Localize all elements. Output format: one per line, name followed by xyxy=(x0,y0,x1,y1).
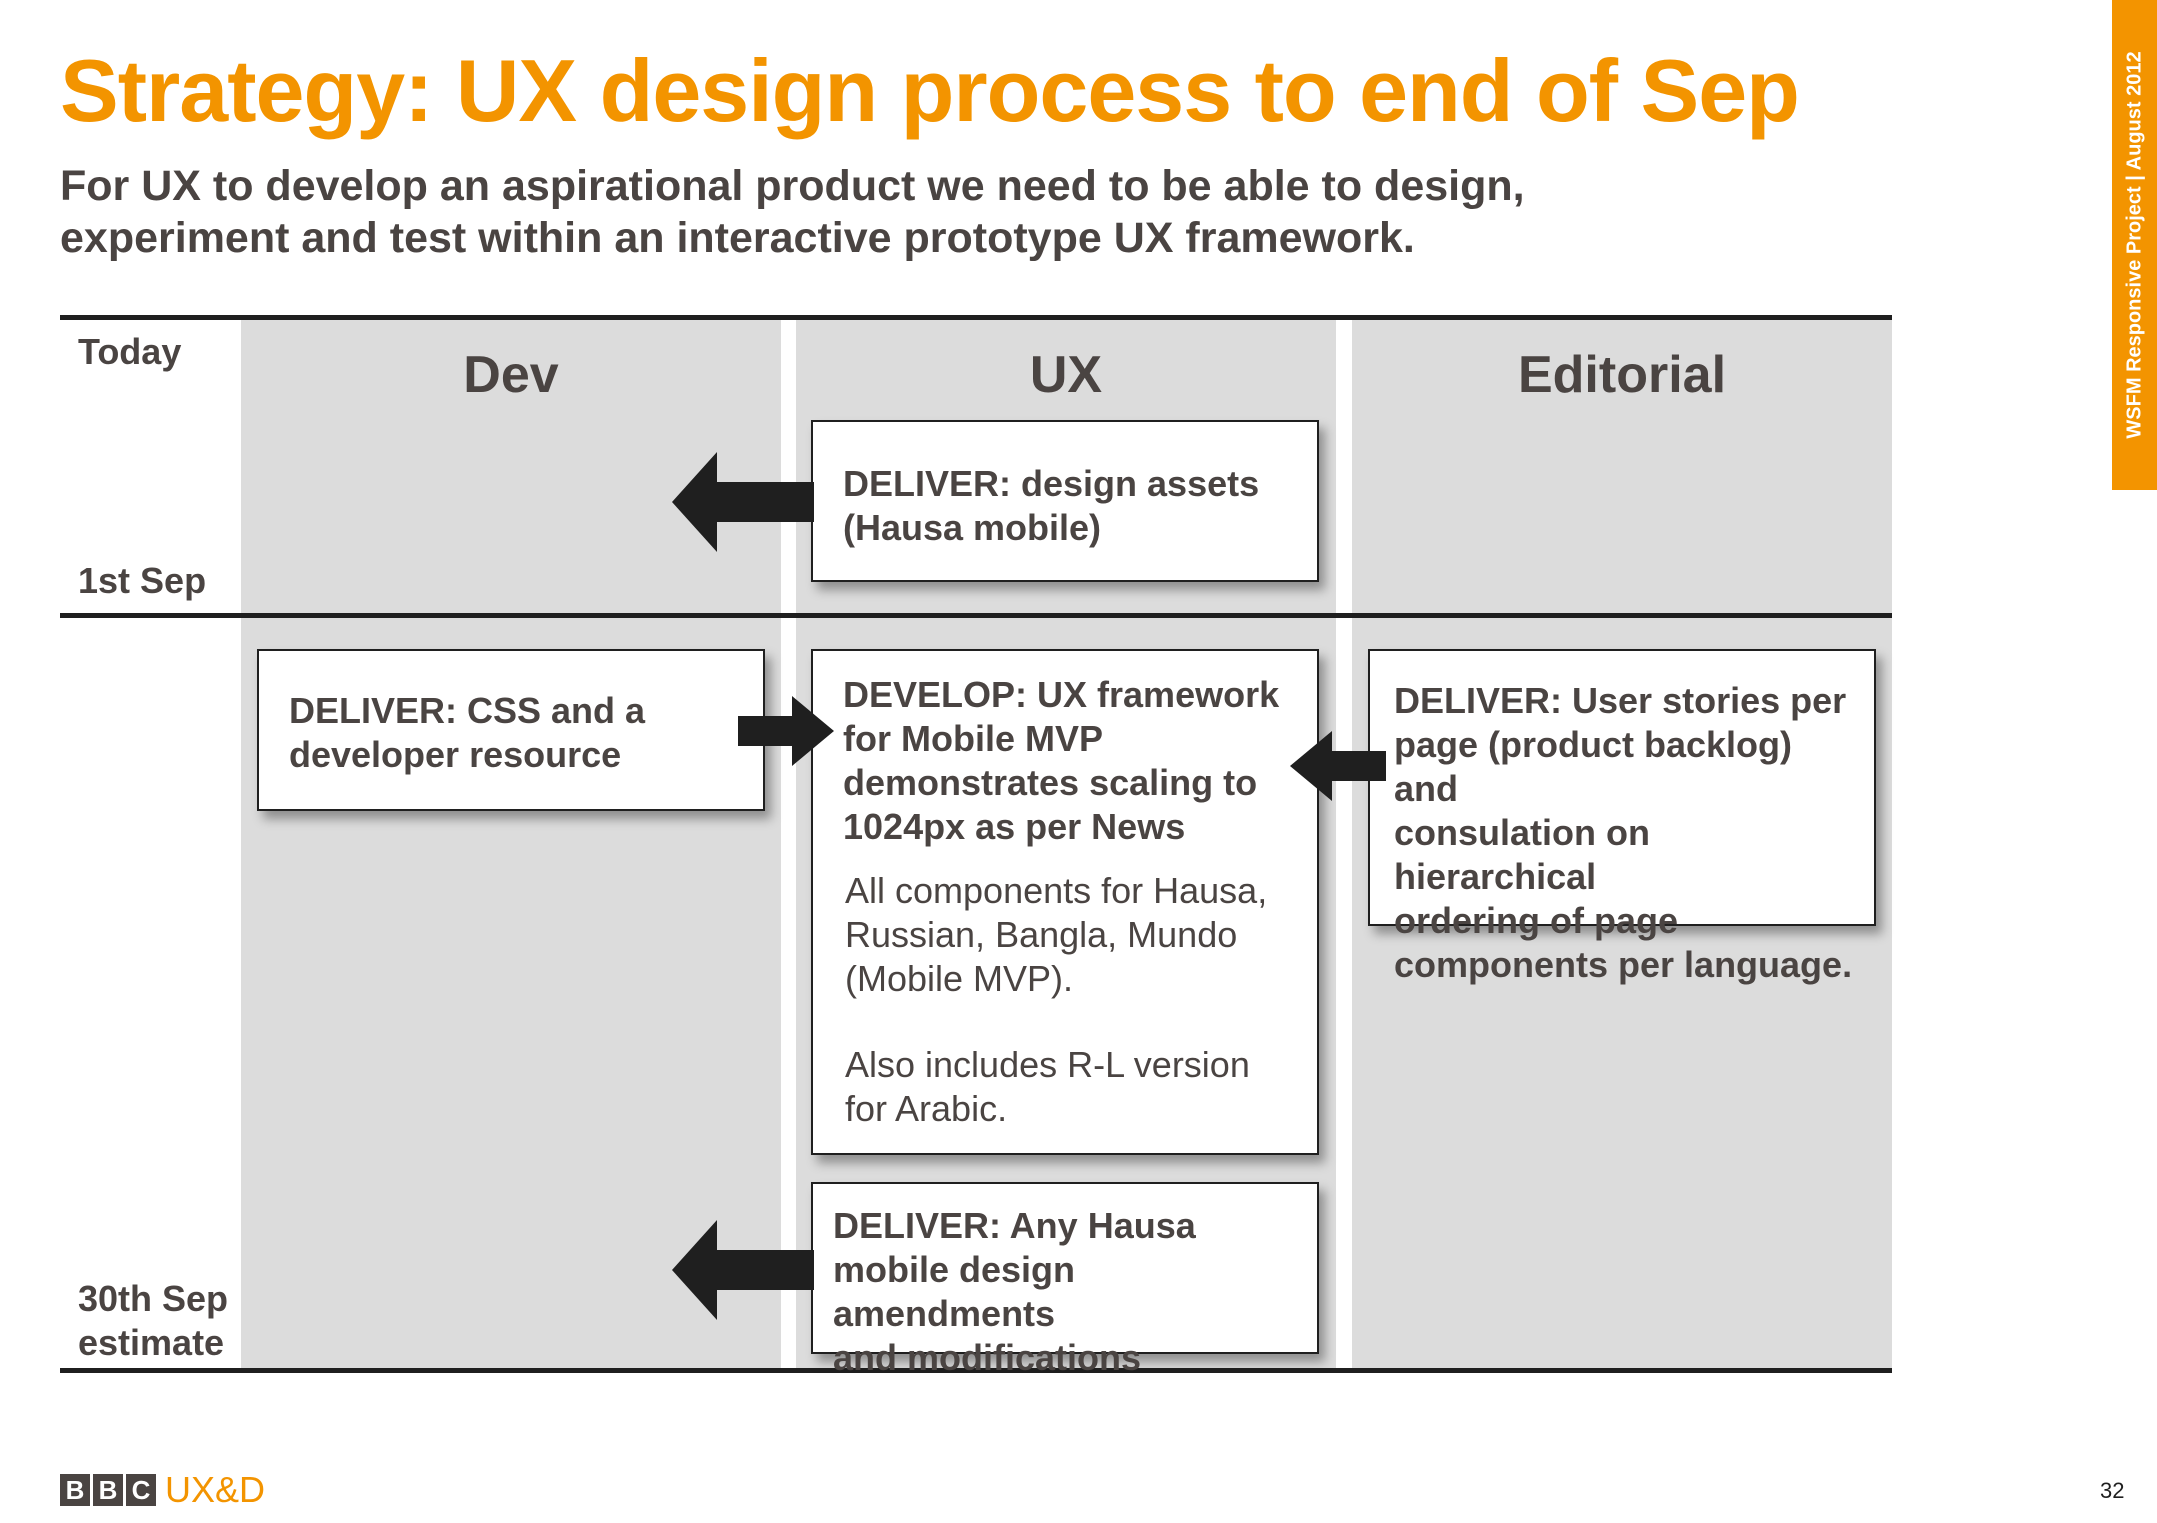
timeline-sep30: 30th Sep estimate xyxy=(78,1277,228,1365)
css-resource-line2: developer resource xyxy=(289,734,622,775)
design-assets-line1: DELIVER: design assets xyxy=(843,463,1260,504)
css-resource-line1: DELIVER: CSS and a xyxy=(289,690,646,731)
ux-framework-line2: for Mobile MVP xyxy=(843,718,1103,759)
page-subtitle: For UX to develop an aspirational produc… xyxy=(60,162,1525,262)
ux-framework-detail1-line1: All components for Hausa, xyxy=(845,870,1268,911)
logo-letter-b1: B xyxy=(60,1474,90,1506)
user-stories-line2: page (product backlog) and xyxy=(1394,724,1793,809)
top-rule xyxy=(60,315,1892,320)
design-assets-line2: (Hausa mobile) xyxy=(843,507,1102,548)
left-arrow-icon xyxy=(672,1220,814,1320)
side-tab-label: WSFM Responsive Project | August 2012 xyxy=(2123,51,2145,439)
logo-letter-b2: B xyxy=(93,1474,123,1506)
timeline-today: Today xyxy=(78,331,182,372)
left-arrow-icon xyxy=(672,452,814,552)
timeline-sep1: 1st Sep xyxy=(78,560,207,601)
editorial-column-header: Editorial xyxy=(1517,346,1727,404)
ux-framework-line1: DEVELOP: UX framework xyxy=(843,674,1280,715)
amendments-line1: DELIVER: Any Hausa xyxy=(833,1205,1196,1246)
ux-framework-detail1-line3: (Mobile MVP). xyxy=(845,958,1074,999)
right-arrow-icon xyxy=(738,696,834,766)
logo-letter-c: C xyxy=(126,1474,156,1506)
user-stories-line3: consulation on hierarchical xyxy=(1394,812,1650,897)
middle-rule xyxy=(60,613,1892,618)
timeline-sep30-line1: 30th Sep xyxy=(78,1278,229,1319)
amendments-line2: mobile design amendments xyxy=(833,1249,1076,1334)
logo-uxd-text: UX&D xyxy=(165,1469,266,1510)
dev-column-header: Dev xyxy=(463,346,559,404)
user-stories-line5: components per language. xyxy=(1394,944,1853,985)
page-number: 32 xyxy=(2100,1478,2125,1503)
ux-column-header: UX xyxy=(1029,346,1103,404)
user-stories-line1: DELIVER: User stories per xyxy=(1394,680,1847,721)
page-title: Strategy: UX design process to end of Se… xyxy=(60,41,1800,140)
ux-framework-line3: demonstrates scaling to xyxy=(843,762,1258,803)
design-assets-card: DELIVER: design assets (Hausa mobile) xyxy=(811,420,1319,582)
amendments-line3: and modifications xyxy=(833,1337,1142,1378)
ux-framework-detail2-line1: Also includes R-L version xyxy=(845,1044,1250,1085)
user-stories-card: DELIVER: User stories per page (product … xyxy=(1368,649,1876,985)
ux-framework-detail1-line2: Russian, Bangla, Mundo xyxy=(845,914,1238,955)
ux-framework-detail2-line2: for Arabic. xyxy=(845,1088,1008,1129)
ux-framework-card: DEVELOP: UX framework for Mobile MVP dem… xyxy=(811,649,1319,1155)
amendments-card: DELIVER: Any Hausa mobile design amendme… xyxy=(811,1182,1319,1378)
user-stories-line4: ordering of page xyxy=(1394,900,1679,941)
css-resource-card: DELIVER: CSS and a developer resource xyxy=(257,649,765,811)
ux-framework-line4: 1024px as per News xyxy=(843,806,1186,847)
bbc-uxd-logo: B B C UX&D xyxy=(60,1470,265,1510)
timeline-sep30-line2: estimate xyxy=(78,1322,225,1363)
left-arrow-icon xyxy=(1290,731,1386,801)
side-tab: WSFM Responsive Project | August 2012 xyxy=(2112,0,2157,490)
bottom-rule xyxy=(60,1368,1892,1373)
